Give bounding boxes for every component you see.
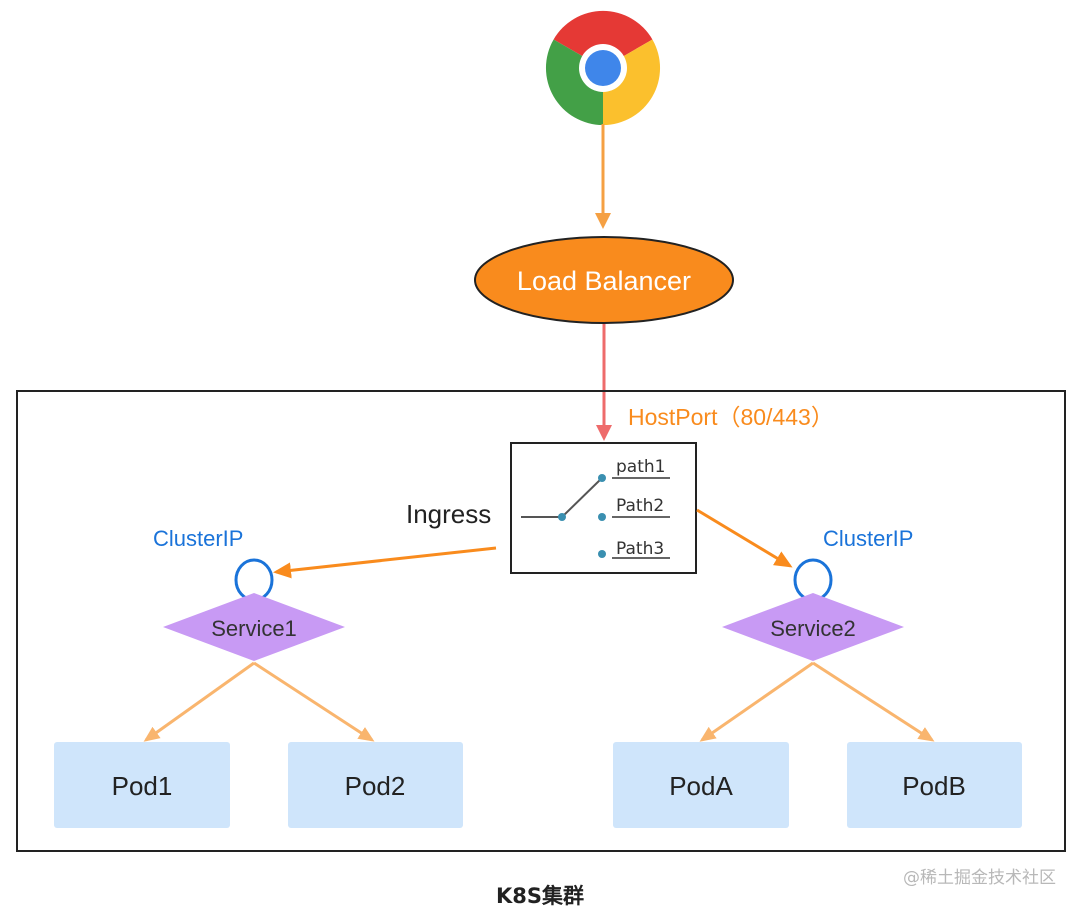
- hostport-label: HostPort（80/443）: [628, 404, 834, 430]
- pod-label: PodB: [902, 771, 966, 801]
- ingress-label: Ingress: [406, 499, 491, 529]
- pod-label: PodA: [669, 771, 733, 801]
- service1-group: ClusterIP Service1 Pod1 Pod2: [54, 526, 463, 828]
- k8s-cluster-boundary: [16, 390, 1066, 852]
- pod-box: [288, 742, 463, 828]
- service2-group: ClusterIP Service2 PodA PodB: [613, 526, 1022, 828]
- ingress-router: path1 Path2 Path3: [510, 442, 697, 574]
- path1-dot: [598, 474, 606, 482]
- clusterip-label-1: ClusterIP: [153, 526, 243, 551]
- path1-label: path1: [616, 457, 665, 477]
- clusterip-label-2: ClusterIP: [823, 526, 913, 551]
- service1-diamond: [163, 593, 345, 661]
- service2-diamond: [722, 593, 904, 661]
- ingress-to-service2-arrow: [696, 508, 793, 568]
- load-balancer-node: Load Balancer: [474, 236, 734, 324]
- switch-pivot-dot: [558, 513, 566, 521]
- ingress-to-service1-arrow: [273, 546, 497, 579]
- service1-label: Service1: [211, 616, 297, 641]
- pod-box: [847, 742, 1022, 828]
- load-balancer-label: Load Balancer: [517, 266, 691, 296]
- pod-box: [54, 742, 230, 828]
- path3-dot: [598, 550, 606, 558]
- chrome-browser-icon: [545, 10, 661, 126]
- cluster-caption: K8S集群: [496, 884, 584, 908]
- path2-dot: [598, 513, 606, 521]
- watermark: @稀土掘金技术社区: [903, 868, 1056, 888]
- pod-box: [613, 742, 789, 828]
- pod-label: Pod2: [345, 771, 406, 801]
- path3-label: Path3: [616, 539, 664, 559]
- pod-label: Pod1: [112, 771, 173, 801]
- service2-label: Service2: [770, 616, 856, 641]
- path2-label: Path2: [616, 496, 664, 516]
